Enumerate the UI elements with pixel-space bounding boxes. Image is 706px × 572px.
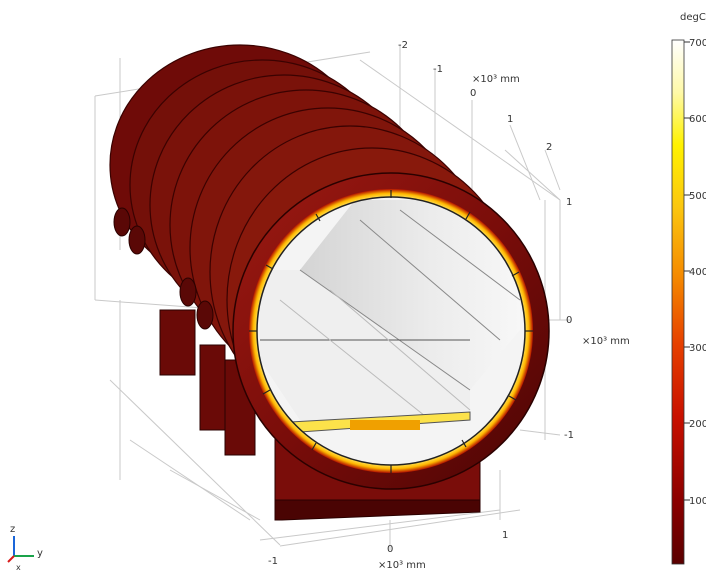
colorbar-tick: 400	[689, 267, 706, 278]
colorbar: degC 700 600 500 400 300 200 100	[671, 12, 706, 565]
vessel-interior	[257, 197, 525, 465]
bottom-axis-tick: -1	[268, 556, 278, 567]
right-axis-tick: 1	[566, 197, 572, 208]
right-axis: 1 0 -1 ×10³ mm	[564, 197, 630, 441]
colorbar-tick: 700	[689, 38, 706, 49]
top-axis-tick: 0	[470, 88, 476, 99]
top-axis-tick: -1	[433, 64, 443, 75]
colorbar-tick: 300	[689, 343, 706, 354]
bottom-axis-tick: 0	[387, 544, 393, 555]
colorbar-gradient	[671, 39, 685, 565]
axis-triad: z y x	[7, 524, 43, 572]
top-axis-unit: ×10³ mm	[472, 74, 520, 85]
colorbar-unit: degC	[680, 12, 706, 23]
right-axis-tick: 0	[566, 315, 572, 326]
top-axis: -2 -1 0 1 2 ×10³ mm	[398, 40, 552, 153]
colorbar-tick: 200	[689, 419, 706, 430]
triad-z-label: z	[10, 524, 15, 535]
ring-tick-marks	[249, 190, 533, 473]
triad-y-label: y	[37, 548, 43, 559]
bottom-axis-tick: 1	[502, 530, 508, 541]
top-axis-tick: 2	[546, 142, 552, 153]
side-lugs	[113, 207, 214, 330]
top-axis-tick: -2	[398, 40, 408, 51]
colorbar-tick: 600	[689, 114, 706, 125]
colorbar-tick: 500	[689, 191, 706, 202]
bottom-axis: -1 0 1 ×10³ mm	[268, 530, 508, 571]
bottom-axis-unit: ×10³ mm	[378, 560, 426, 571]
axis-grid	[94, 45, 570, 550]
top-axis-tick: 1	[507, 114, 513, 125]
right-axis-unit: ×10³ mm	[582, 336, 630, 347]
triad-x-label: x	[16, 563, 21, 572]
right-axis-tick: -1	[564, 430, 574, 441]
colorbar-tick: 100	[689, 496, 706, 507]
